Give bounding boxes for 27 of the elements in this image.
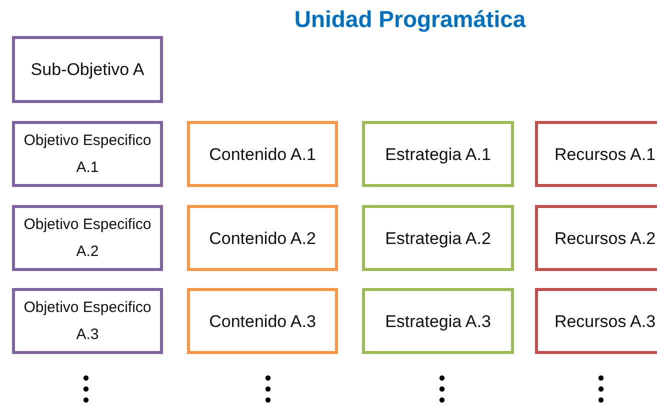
box-label: Contenido A.1: [209, 144, 316, 166]
strategy-box: [362, 288, 514, 354]
objective-box: [12, 121, 163, 187]
strategy-box: [362, 205, 514, 271]
box-label: Objetivo Especifico A.3: [22, 298, 152, 345]
box-label: Recursos A.3: [554, 310, 656, 332]
box-label: Sub-Objetivo A: [30, 59, 144, 81]
box-label: Objetivo Especifico A.2: [22, 215, 152, 262]
objective-box: [12, 36, 163, 103]
box-label: Recursos A.1: [554, 144, 656, 166]
resource-box: [535, 121, 657, 187]
box-label: Estrategia A.1: [385, 144, 491, 166]
box-label: Estrategia A.2: [385, 228, 491, 250]
content-box: [187, 288, 338, 354]
resource-box: [535, 288, 657, 354]
objective-box: [12, 288, 163, 354]
strategy-box: [362, 121, 514, 187]
box-label: Contenido A.2: [209, 228, 316, 250]
objective-box: [12, 205, 163, 271]
box-label: Recursos A.2: [554, 228, 656, 250]
box-label: Objetivo Especifico A.1: [22, 131, 152, 178]
content-box: [187, 205, 338, 271]
box-label: Estrategia A.3: [385, 310, 491, 332]
box-label: Contenido A.3: [209, 310, 316, 332]
diagram-title: Unidad Programática: [293, 6, 527, 33]
content-box: [187, 121, 338, 187]
resource-box: [535, 205, 657, 271]
